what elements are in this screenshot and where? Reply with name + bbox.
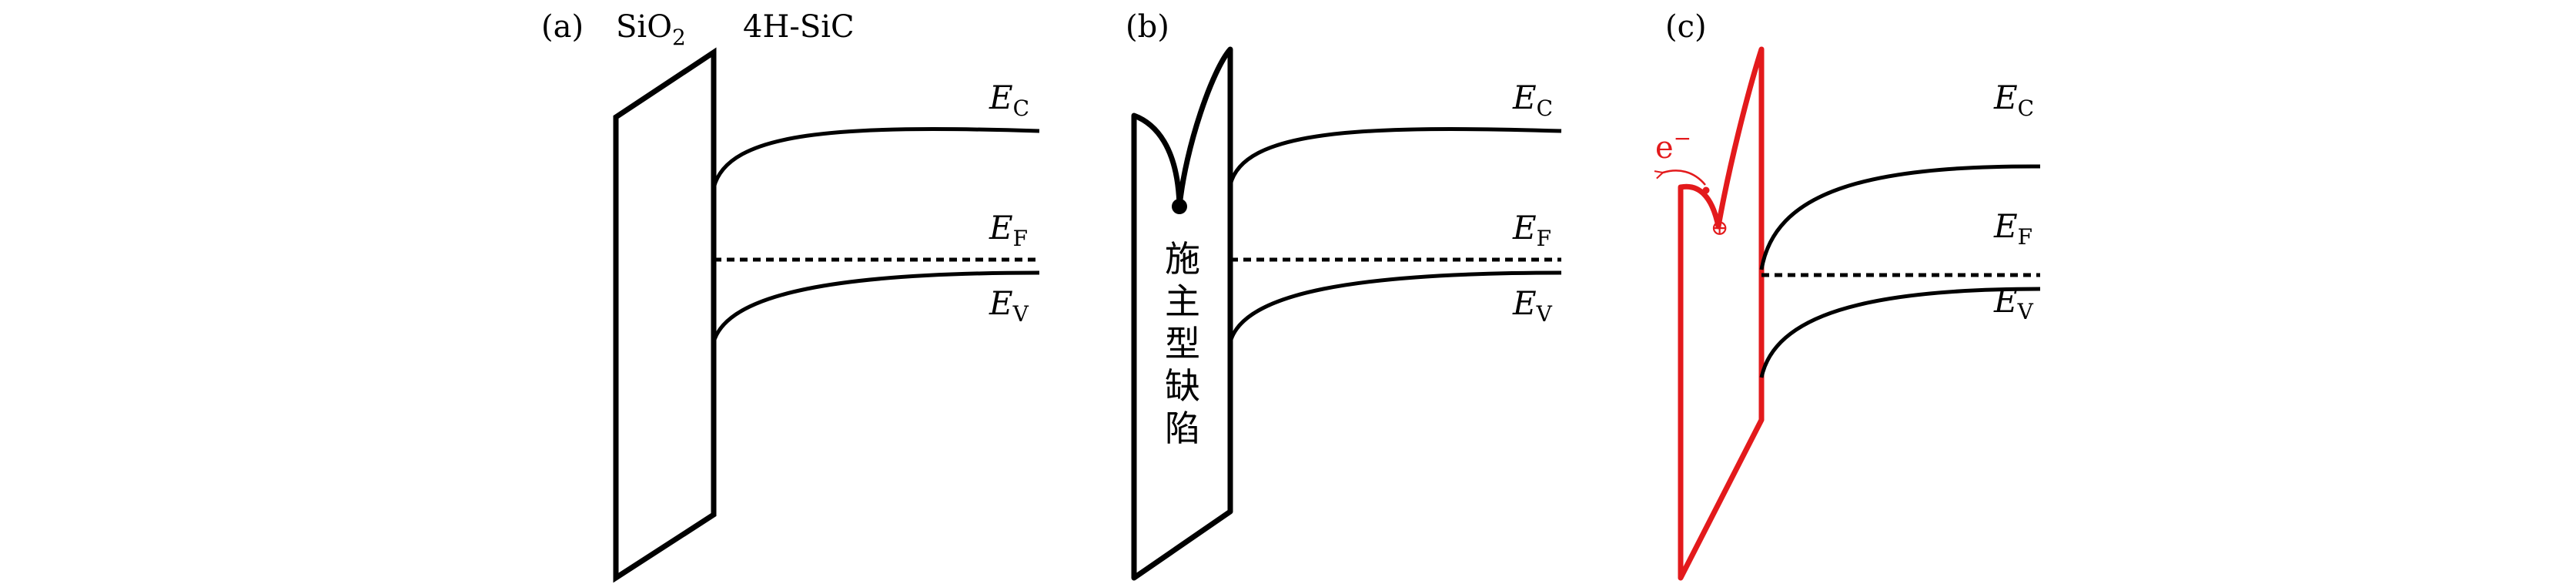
band-label-ec-b: EC xyxy=(1512,79,1553,121)
electron-emission-arrow xyxy=(1663,169,1706,186)
oxide-label: SiO2 xyxy=(616,9,686,50)
band-label-ef-b: EF xyxy=(1512,209,1551,251)
band-label-ef-c: EF xyxy=(1993,207,2032,250)
panel-b: (b) 施 主 型 缺 陷 EC EF EV xyxy=(1126,9,1562,581)
oxide-layer-c xyxy=(1678,46,1765,581)
conduction-band-a xyxy=(711,127,1040,189)
panel-b-label: (b) xyxy=(1126,9,1169,45)
semiconductor-label: 4H-SiC xyxy=(743,9,855,45)
valence-band-b xyxy=(1228,270,1562,343)
panel-c-label: (c) xyxy=(1665,9,1707,45)
defect-char-3: 型 xyxy=(1165,323,1200,364)
band-label-ev-c: EV xyxy=(1993,282,2034,324)
panel-c: (c) e− ⊕ EC EF EV xyxy=(1655,9,2041,581)
panel-a-label: (a) xyxy=(541,9,584,45)
hole-symbol: ⊕ xyxy=(1711,215,1728,240)
band-label-ec-a: EC xyxy=(989,79,1029,121)
defect-char-4: 缺 xyxy=(1165,365,1200,407)
band-label-ef-a: EF xyxy=(989,209,1028,251)
band-label-ec-c: EC xyxy=(1993,79,2034,121)
defect-char-2: 主 xyxy=(1165,280,1200,322)
electron-dot xyxy=(1702,186,1710,194)
conduction-band-b xyxy=(1228,127,1562,186)
valence-band-c xyxy=(1759,287,2041,378)
defect-char-5: 陷 xyxy=(1165,408,1200,449)
band-label-ev-b: EV xyxy=(1512,284,1553,327)
oxide-label-sub: 2 xyxy=(672,25,686,50)
oxide-label-base: SiO xyxy=(616,9,672,45)
donor-defect-label: 施 主 型 缺 陷 xyxy=(1165,238,1200,449)
electron-label: e− xyxy=(1655,126,1691,166)
oxide-layer-a xyxy=(613,47,717,583)
defect-char-1: 施 xyxy=(1165,238,1200,280)
panel-a: (a) SiO2 4H-SiC EC EF EV xyxy=(541,9,1040,583)
band-label-ev-a: EV xyxy=(989,284,1029,327)
defect-state-dot xyxy=(1172,199,1187,214)
valence-band-a xyxy=(711,270,1040,343)
conduction-band-c xyxy=(1759,164,2041,270)
